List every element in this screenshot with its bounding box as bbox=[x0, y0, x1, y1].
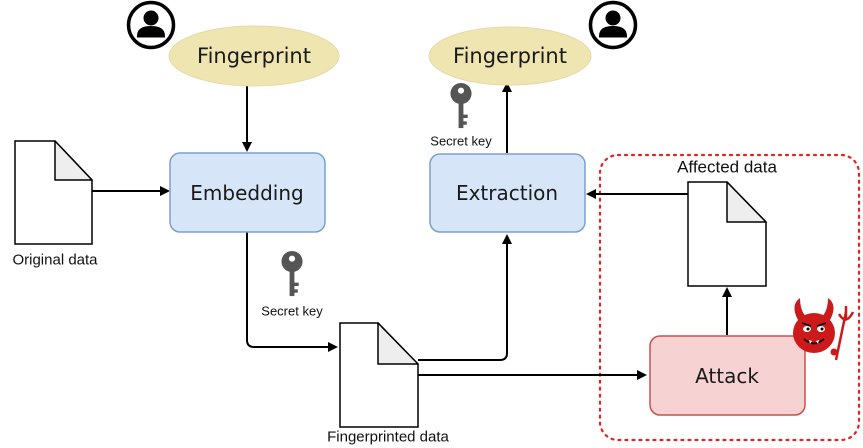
fingerprint-node-left: Fingerprint bbox=[168, 25, 340, 87]
secret-key-label-right: Secret key bbox=[430, 134, 492, 149]
user-icon bbox=[126, 0, 176, 50]
attack-node: Attack bbox=[649, 335, 806, 416]
key-icon bbox=[281, 250, 303, 297]
embedding-node: Embedding bbox=[169, 152, 326, 233]
embedding-label: Embedding bbox=[190, 181, 303, 205]
fingerprinted-data-label: Fingerprinted data bbox=[327, 429, 449, 446]
fingerprint-node-right: Fingerprint bbox=[428, 26, 592, 86]
document-icon bbox=[687, 181, 767, 287]
extraction-node: Extraction bbox=[429, 153, 586, 233]
document-icon bbox=[339, 322, 419, 428]
original-data-label: Original data bbox=[12, 252, 98, 269]
affected-data-label: Affected data bbox=[677, 158, 777, 177]
attack-region bbox=[598, 153, 861, 442]
connector-fingerprinted-to-extraction bbox=[418, 234, 512, 361]
key-icon bbox=[450, 82, 472, 129]
devil-icon bbox=[793, 298, 855, 361]
secret-key-label-left: Secret key bbox=[261, 304, 323, 319]
fingerprint-label-left: Fingerprint bbox=[197, 44, 311, 68]
document-icon bbox=[14, 140, 93, 245]
connector-embedding-to-fingerprinted bbox=[246, 232, 338, 352]
extraction-label: Extraction bbox=[456, 181, 558, 205]
attack-label: Attack bbox=[695, 364, 759, 388]
fingerprint-label-right: Fingerprint bbox=[453, 44, 567, 68]
user-icon bbox=[588, 0, 638, 50]
